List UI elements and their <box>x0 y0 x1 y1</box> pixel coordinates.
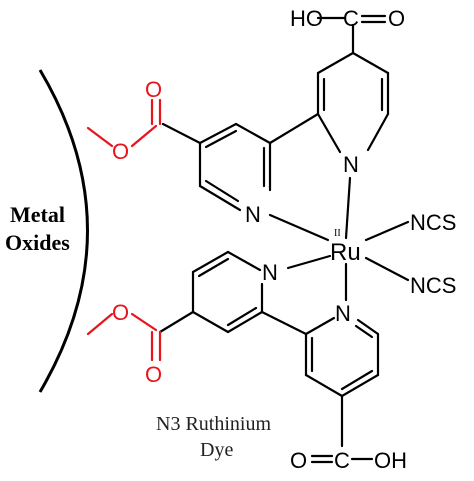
lower-right-pyridine-ring <box>304 316 380 398</box>
carboxylic-acid-bottom <box>310 394 374 464</box>
upper-bipyridine-link <box>268 112 320 145</box>
nitrogen-lower-left: N <box>262 260 278 285</box>
surface-label-metal: Metal <box>10 202 65 227</box>
caption-line2: Dye <box>200 439 233 461</box>
nitrogen-upper-left: N <box>245 202 261 227</box>
ester-lower-carbonyl-o: O <box>145 362 162 387</box>
cooh-bottom-o: O <box>290 448 307 473</box>
ncs-ligand-lower: NCS <box>410 273 456 298</box>
upper-left-pyridine-ring <box>198 122 272 212</box>
ester-upper-carbonyl-o: O <box>145 77 162 102</box>
ncs-ligand-upper: NCS <box>410 210 456 235</box>
upper-right-pyridine-ring <box>316 51 390 154</box>
lower-bipyridine-link <box>260 310 308 336</box>
ester-lower-link-o: O <box>112 300 129 325</box>
ester-anchor-lower <box>86 310 195 362</box>
ruthenium-center: Ru <box>330 239 361 266</box>
cooh-top-ho: HO <box>290 6 323 31</box>
ester-upper-link-o: O <box>112 139 129 164</box>
nitrogen-lower-right: N <box>335 301 351 326</box>
surface-label-oxides: Oxides <box>5 230 70 255</box>
carboxylic-acid-top <box>316 14 387 55</box>
coordination-bonds <box>268 176 410 302</box>
metal-oxide-surface <box>38 69 89 393</box>
cooh-top-o: O <box>388 6 405 31</box>
cooh-top-c: C <box>343 6 359 31</box>
ester-anchor-upper <box>86 98 202 148</box>
oxidation-state: II <box>334 228 341 239</box>
cooh-bottom-oh: OH <box>374 448 407 473</box>
nitrogen-upper-right: N <box>343 152 359 177</box>
cooh-bottom-c: C <box>334 448 350 473</box>
lower-left-pyridine-ring <box>191 250 264 334</box>
caption-line1: N3 Ruthinium <box>156 413 271 435</box>
